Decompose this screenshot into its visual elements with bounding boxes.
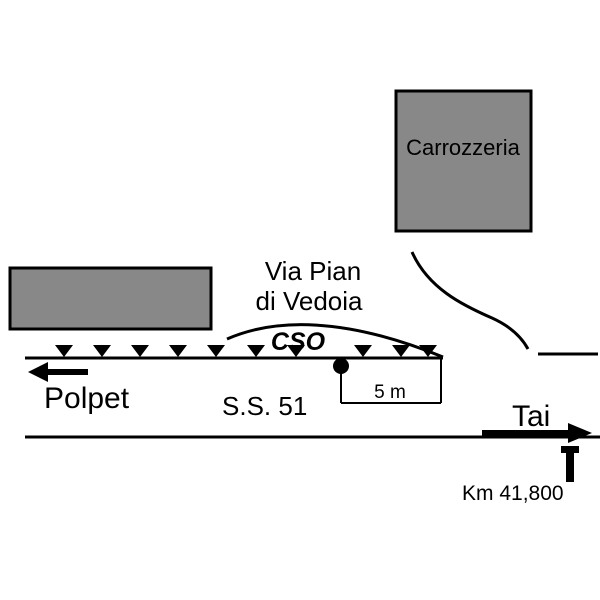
east-destination-label: Tai — [512, 400, 550, 433]
left-building — [8, 266, 213, 331]
km-marker-post — [566, 446, 574, 482]
east-arrow-icon — [482, 423, 592, 443]
west-arrow-icon — [28, 362, 88, 382]
via-pian-label-line2: di Vedoia — [256, 286, 364, 316]
carrozzeria-building — [394, 89, 533, 233]
km-marker-label: Km 41,800 — [462, 482, 564, 505]
via-pian-label-line1: Via Pian — [265, 256, 361, 286]
west-destination-label: Polpet — [44, 382, 130, 415]
ss51-label: S.S. 51 — [222, 391, 307, 421]
merge-lane-arc — [226, 323, 444, 359]
side-road-curve — [410, 251, 530, 350]
barrier-triangle-marks — [55, 345, 437, 357]
carrozzeria-label: Carrozzeria — [406, 135, 520, 160]
distance-label: 5 m — [374, 382, 406, 403]
